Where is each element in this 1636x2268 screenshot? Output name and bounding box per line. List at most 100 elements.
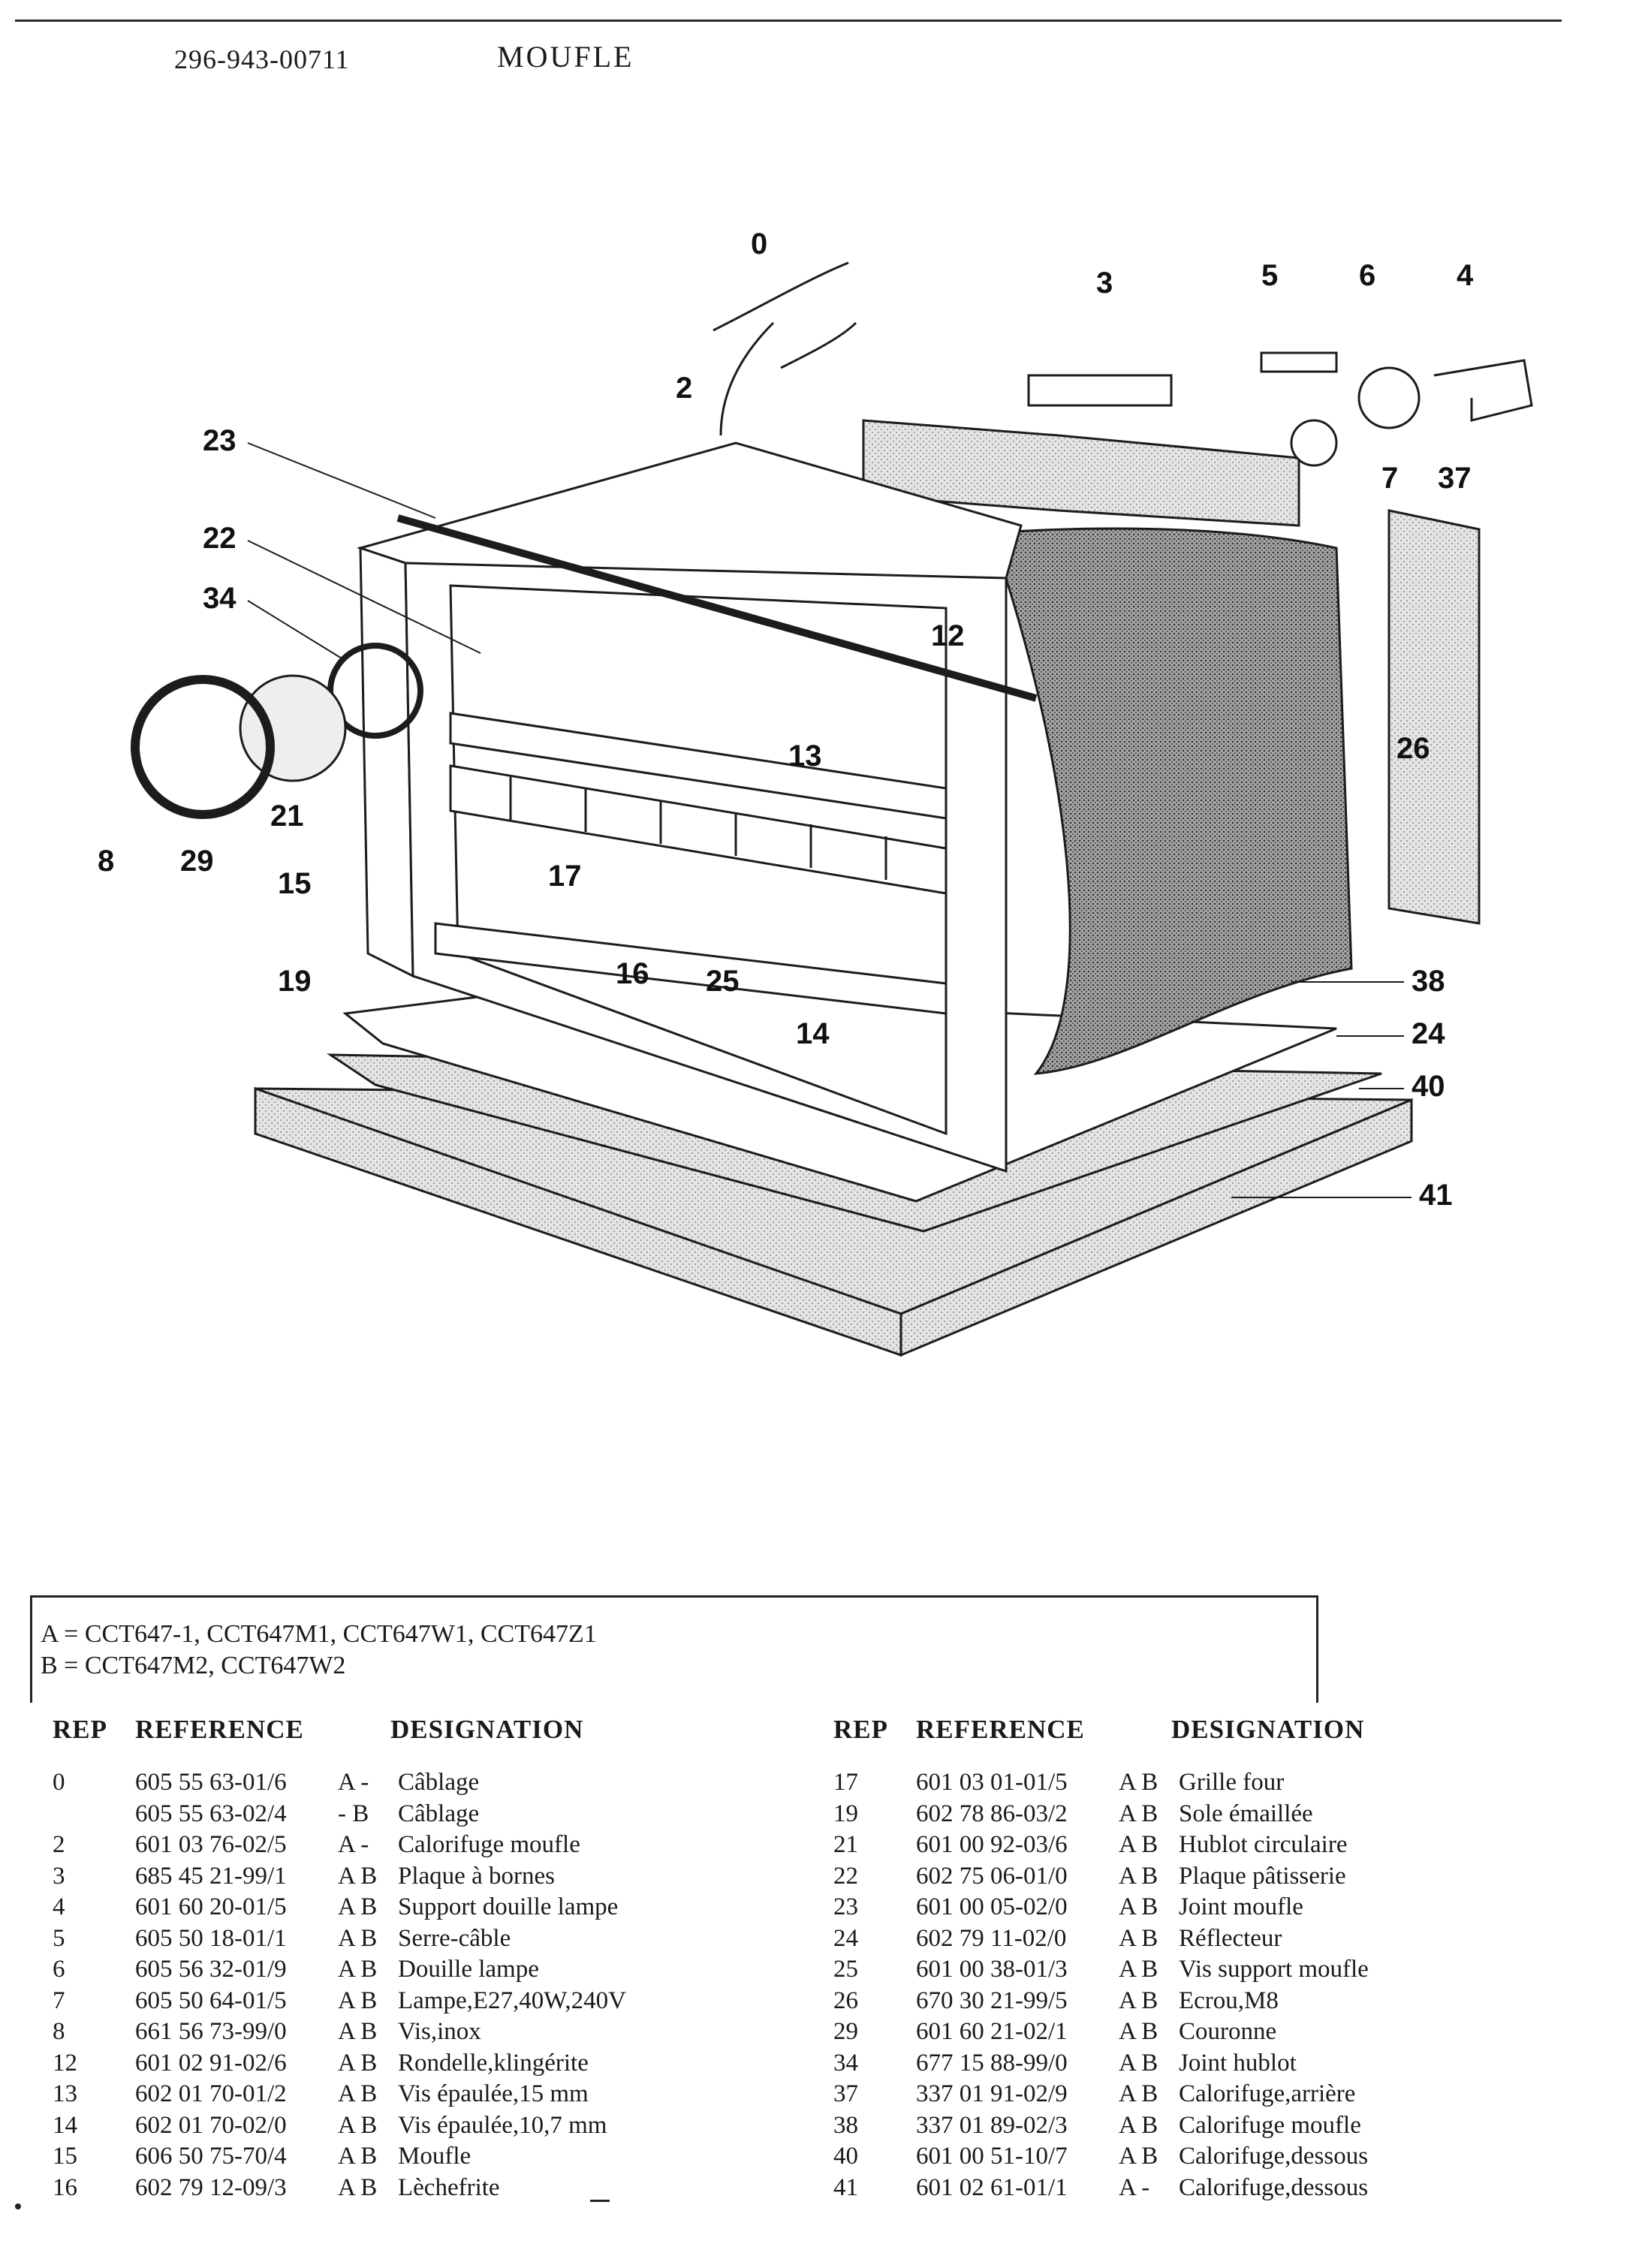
part-designation: Ecrou,M8 (1179, 1986, 1279, 2014)
part-designation: Vis épaulée,10,7 mm (398, 2111, 607, 2139)
part-reference: 685 45 21-99/1 (135, 1862, 287, 1890)
callout-23: 23 (203, 424, 237, 457)
part-variant: A B (1119, 1956, 1158, 1983)
part-variant: A - (338, 1769, 369, 1796)
part-designation: Calorifuge moufle (398, 1831, 580, 1858)
part-rep: 5 (53, 1924, 65, 1952)
part-rep: 4 (53, 1893, 65, 1920)
part-reference: 601 03 76-02/5 (135, 1831, 287, 1858)
part-variant: A B (338, 1924, 378, 1952)
part-variant: A B (1119, 2049, 1158, 2077)
part-reference: 602 79 12-09/3 (135, 2173, 287, 2201)
part-rep: 34 (833, 2049, 858, 2077)
part-designation: Lampe,E27,40W,240V (398, 1986, 626, 2014)
callout-38: 38 (1412, 965, 1445, 998)
part-rep: 41 (833, 2173, 858, 2201)
part-variant: A - (338, 1831, 369, 1858)
part-reference: 601 60 20-01/5 (135, 1893, 287, 1920)
part-rep: 21 (833, 1831, 858, 1858)
callout-6: 6 (1359, 259, 1375, 292)
part-reference: 602 79 11-02/0 (916, 1924, 1067, 1952)
part-rep: 19 (833, 1800, 858, 1827)
part-reference: 601 03 01-01/5 (916, 1769, 1068, 1796)
callout-34: 34 (203, 582, 237, 615)
part-reference: 605 55 63-02/4 (135, 1800, 287, 1827)
part-variant: A B (1119, 1924, 1158, 1952)
part-rep: 0 (53, 1769, 65, 1796)
part-reference: 606 50 75-70/4 (135, 2143, 287, 2170)
part-designation: Sole émaillée (1179, 1800, 1313, 1827)
part-rep: 13 (53, 2080, 77, 2107)
part-reference: 602 75 06-01/0 (916, 1862, 1068, 1890)
part-rep: 7 (53, 1986, 65, 2014)
part-variant: A B (338, 2111, 378, 2139)
callout-22: 22 (203, 522, 237, 555)
legend-box (30, 1595, 1318, 1703)
part-designation: Réflecteur (1179, 1924, 1282, 1952)
part-designation: Lèchefrite (398, 2173, 500, 2201)
part-designation: Joint hublot (1179, 2049, 1297, 2077)
circular-window-21 (239, 674, 347, 782)
callout-5: 5 (1261, 259, 1278, 292)
part-variant: A - (1119, 2173, 1150, 2201)
wiring-0 (713, 261, 857, 436)
part-designation: Joint moufle (1179, 1893, 1303, 1920)
part-designation: Vis,inox (398, 2018, 481, 2045)
callout-3: 3 (1096, 267, 1113, 300)
oven-rack-17 (449, 764, 948, 895)
header-reference: REFERENCE (916, 1715, 1085, 1744)
table-header: REP REFERENCE DESIGNATION (53, 1715, 626, 1745)
part-reference: 601 00 38-01/3 (916, 1956, 1068, 1983)
part-designation: Rondelle,klingérite (398, 2049, 589, 2077)
part-reference: 337 01 91-02/9 (916, 2080, 1068, 2107)
header-designation: DESIGNATION (1171, 1715, 1365, 1744)
part-designation: Vis support moufle (1179, 1956, 1369, 1983)
terminal-plate-3 (1027, 374, 1173, 407)
part-variant: A B (338, 1956, 378, 1983)
callout-14: 14 (796, 1017, 830, 1050)
part-reference: 601 02 91-02/6 (135, 2049, 287, 2077)
part-rep: 29 (833, 2018, 858, 2045)
part-designation: Douille lampe (398, 1956, 539, 1983)
part-reference: 602 78 86-03/2 (916, 1800, 1068, 1827)
callout-16: 16 (616, 957, 649, 990)
part-variant: A B (1119, 2018, 1158, 2045)
part-reference: 601 02 61-01/1 (916, 2173, 1068, 2201)
cable-clamp-5 (1260, 351, 1338, 373)
lamp-7 (1290, 419, 1338, 467)
callout-21: 21 (270, 800, 304, 833)
part-rep: 16 (53, 2173, 77, 2201)
part-designation: Plaque pâtisserie (1179, 1862, 1346, 1890)
table-header: REP REFERENCE DESIGNATION (833, 1715, 1369, 1745)
header-reference: REFERENCE (135, 1715, 304, 1744)
crown-ring-29 (131, 675, 275, 819)
callout-29: 29 (180, 845, 214, 878)
part-rep: 3 (53, 1862, 65, 1890)
header-rep: REP (833, 1715, 888, 1744)
legend-variant-a: A = CCT647-1, CCT647M1, CCT647W1, CCT647… (41, 1620, 597, 1648)
callout-8: 8 (98, 845, 114, 878)
header-designation: DESIGNATION (390, 1715, 584, 1744)
callout-4: 4 (1457, 259, 1474, 292)
part-designation: Plaque à bornes (398, 1862, 555, 1890)
part-variant: A B (1119, 1769, 1158, 1796)
rear-insulation-37 (1387, 509, 1481, 925)
